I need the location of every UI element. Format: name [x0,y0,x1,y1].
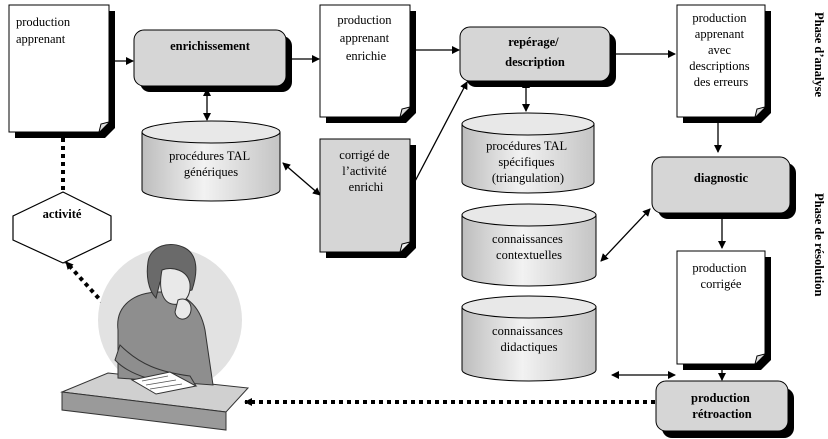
connaissances-contextuelles-label: connaissances contextuelles [492,232,566,262]
activite-label: activité [43,207,82,221]
node-connaissances-contextuelles: connaissances contextuelles [461,203,597,287]
production-corrigee-label: production corrigée [692,261,749,291]
node-corrige: corrigé de l’activité enrichi [319,138,416,258]
reperage-label: repérage/ description [505,35,565,69]
production-retroaction-label: production rétroaction [691,391,753,421]
node-enrichissement: enrichissement [133,29,292,92]
edge-generiques-corrige [282,162,321,196]
production-apprenant-label: production apprenant [16,15,73,46]
node-production-descriptions: production apprenant avec descriptions d… [676,4,771,123]
production-descriptions-label: production apprenant avec descriptions d… [689,11,753,89]
node-procedures-specifiques: procédures TAL spécifiques (triangulatio… [461,112,595,194]
node-procedures-generiques: procédures TAL génériques [141,120,281,202]
edge-diagnostic-contextuelles [600,208,651,262]
node-connaissances-didactiques: connaissances didactiques [461,295,597,382]
learner-illustration [60,244,250,431]
learner-hand [174,298,192,320]
node-production-corrigee: production corrigée [676,250,771,370]
procedures-generiques-label: procédures TAL génériques [169,149,253,179]
connaissances-didactiques-label: connaissances didactiques [492,324,566,354]
production-enrichie-label: production apprenant enrichie [337,13,394,63]
diagnostic-label: diagnostic [694,171,749,185]
enrichissement-label: enrichissement [170,39,251,53]
edges [59,46,726,406]
node-production-enrichie: production apprenant enrichie [319,4,416,123]
node-activite: activité [12,191,112,264]
node-reperage: repérage/ description [459,26,616,87]
paper-sheet [130,371,198,395]
phase-resolution-label: Phase de résolution [812,193,826,297]
corrige-label: corrigé de l’activité enrichi [339,148,392,194]
edge-learner-to-activite-dotted [64,260,122,324]
node-production-apprenant: production apprenant [8,4,115,138]
procedures-specifiques-label: procédures TAL spécifiques (triangulatio… [486,139,570,185]
edge-corrige-to-reperage [411,81,468,188]
node-diagnostic: diagnostic [651,156,796,219]
node-production-retroaction: production rétroaction [655,380,794,438]
phase-analyse-label: Phase d’analyse [812,12,826,98]
